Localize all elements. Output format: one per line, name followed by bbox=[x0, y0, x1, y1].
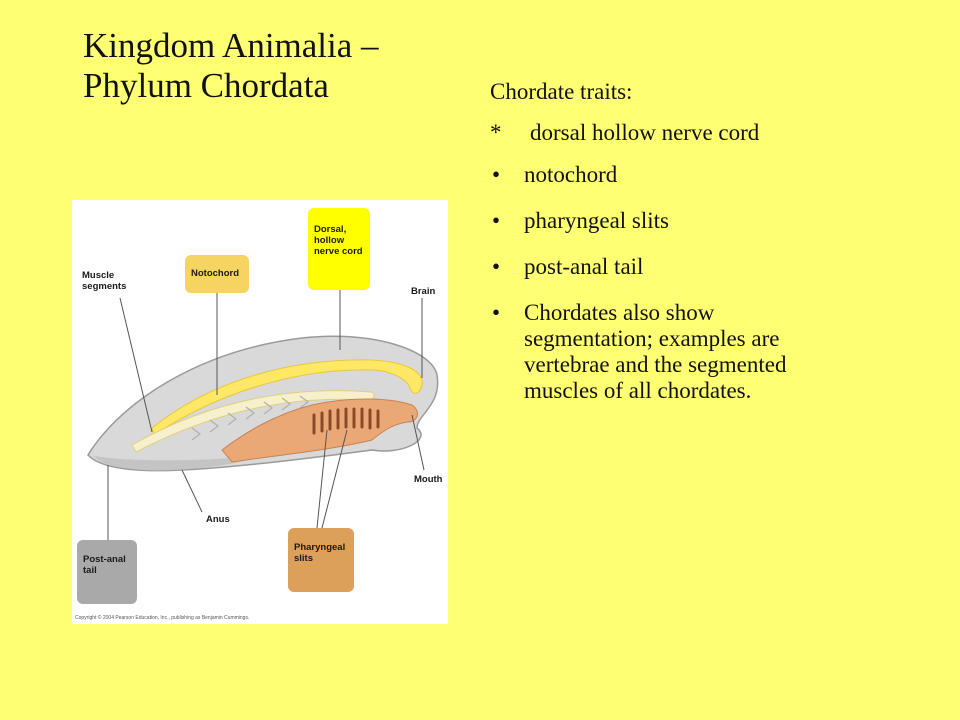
list-item: • pharyngeal slits bbox=[490, 208, 940, 234]
trait-bullets: • notochord • pharyngeal slits • post-anal … bbox=[490, 162, 940, 404]
label-notochord: Notochord bbox=[185, 255, 249, 293]
muscle-segments-shape bbox=[191, 395, 309, 441]
label-anus: Anus bbox=[206, 514, 230, 525]
body-underside bbox=[94, 455, 262, 471]
list-item-text: Chordates also show segmentation; exampl… bbox=[524, 300, 787, 403]
list-item-text: notochord bbox=[524, 162, 618, 187]
copyright-note: Copyright © 2004 Pearson Education, Inc.… bbox=[75, 615, 250, 621]
list-item: • notochord bbox=[490, 162, 940, 188]
traits-heading: Chordate traits: bbox=[490, 79, 633, 104]
label-muscle-segments: Muscle segments bbox=[82, 270, 127, 292]
list-item: • post-anal tail bbox=[490, 254, 940, 280]
star-item-text: dorsal hollow nerve cord bbox=[530, 120, 760, 145]
traits-list: Chordate traits: * dorsal hollow nerve co… bbox=[490, 76, 940, 424]
bullet-icon: • bbox=[492, 300, 501, 325]
title-line-2: Phylum Chordata bbox=[83, 66, 329, 105]
list-item-text: pharyngeal slits bbox=[524, 208, 669, 233]
bullet-icon: • bbox=[492, 254, 501, 279]
label-pharyngeal-slits: Pharyngeal slits bbox=[288, 528, 354, 592]
trait-star-item: * dorsal hollow nerve cord bbox=[490, 118, 940, 148]
bullet-icon: • bbox=[492, 208, 501, 233]
chordate-diagram: Muscle segments Notochord Dorsal, hollow… bbox=[72, 200, 448, 624]
chordate-body-illustration bbox=[87, 290, 439, 540]
title-line-1: Kingdom Animalia – bbox=[83, 26, 379, 65]
list-item: • Chordates also show segmentation; examp… bbox=[490, 300, 940, 404]
star-mark: * bbox=[490, 120, 502, 145]
bullet-icon: • bbox=[492, 162, 501, 187]
leader-lines bbox=[107, 290, 425, 540]
label-post-anal-tail: Post-anal tail bbox=[77, 540, 137, 604]
list-item-text: post-anal tail bbox=[524, 254, 644, 279]
notochord-shape bbox=[131, 390, 375, 453]
label-brain: Brain bbox=[411, 286, 436, 297]
slide-title: Kingdom Animalia – Phylum Chordata bbox=[83, 26, 463, 106]
label-mouth: Mouth bbox=[414, 474, 443, 485]
nerve-cord-shape bbox=[151, 359, 423, 436]
label-dorsal-nerve-cord: Dorsal, hollow nerve cord bbox=[308, 208, 370, 290]
pharyngeal-slits-shape bbox=[312, 407, 380, 435]
